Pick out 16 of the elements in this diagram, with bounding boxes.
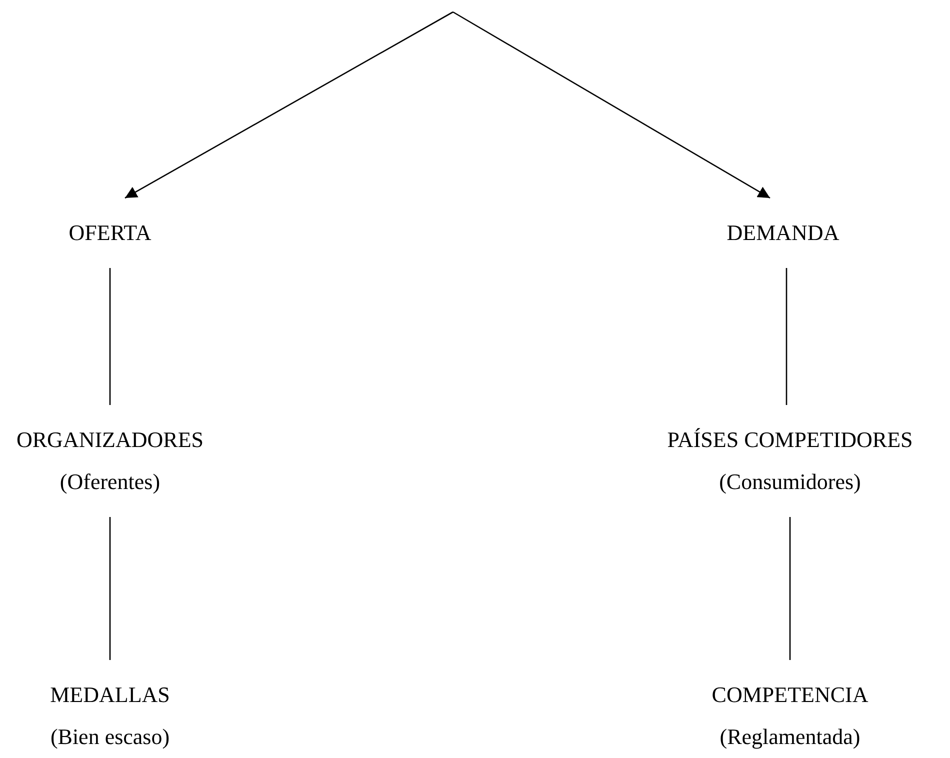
node-sublabel: (Reglamentada) xyxy=(718,723,862,751)
connector-line xyxy=(786,268,788,405)
node-label: DEMANDA xyxy=(726,219,840,247)
connector-line xyxy=(789,517,791,660)
node-label: OFERTA xyxy=(68,219,152,247)
node-sublabel: (Oferentes) xyxy=(58,468,162,496)
connector-line xyxy=(109,268,111,405)
node-label: MEDALLAS xyxy=(50,681,170,709)
node-sublabel: (Consumidores) xyxy=(718,468,862,496)
node-label: PAÍSES COMPETIDORES xyxy=(667,426,913,454)
node-sublabel: (Bien escaso) xyxy=(50,723,170,751)
node-label: ORGANIZADORES xyxy=(16,426,204,454)
arrow xyxy=(124,11,454,199)
node-label: COMPETENCIA xyxy=(712,681,868,709)
arrow xyxy=(452,11,770,199)
connector-line xyxy=(109,517,111,660)
